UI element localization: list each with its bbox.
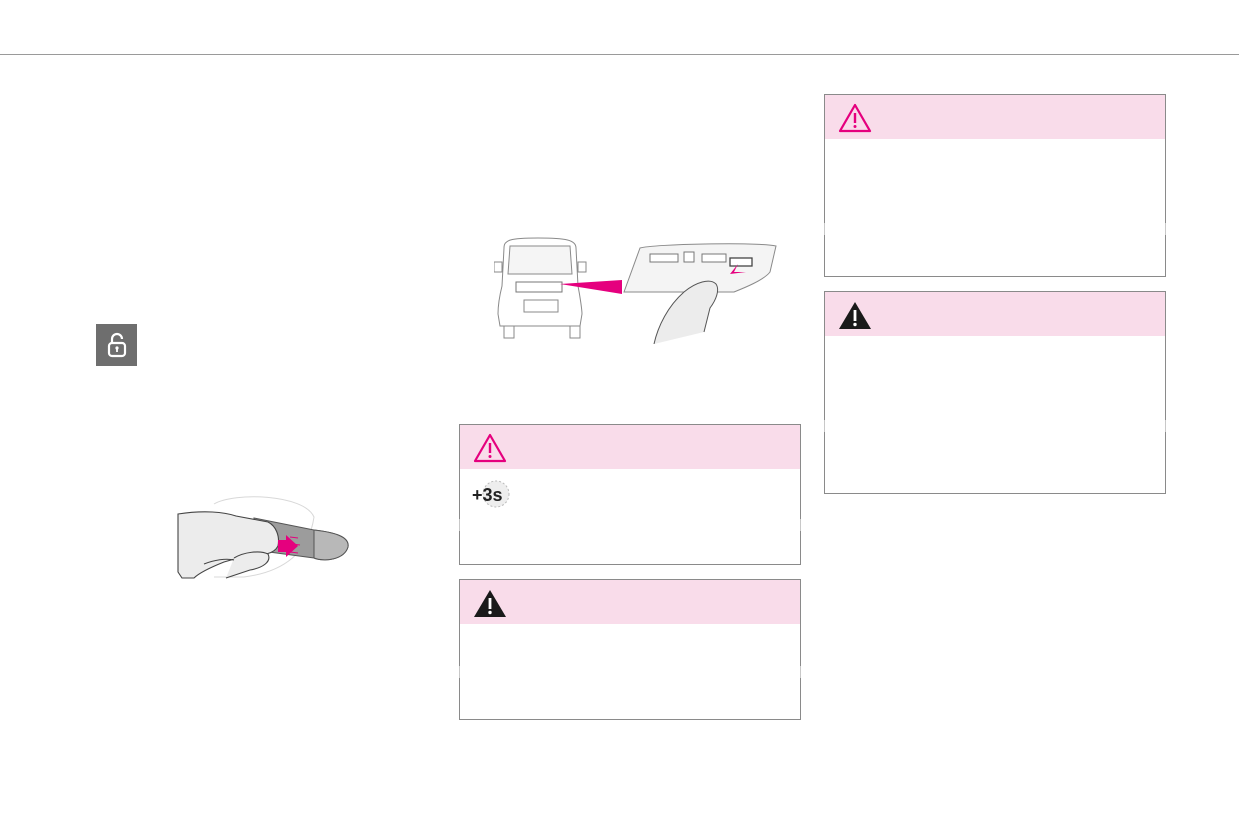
danger-header (460, 580, 800, 624)
danger-notice-box (459, 579, 801, 720)
caution-notice-box-right (824, 94, 1166, 277)
timer-badge-label: +3s (472, 485, 503, 505)
door-handle-illustration (177, 496, 349, 579)
caution-header-right (825, 95, 1165, 139)
top-rule (0, 54, 1239, 55)
lock-badge (96, 324, 137, 366)
lock-icon (107, 332, 126, 358)
warning-triangle-outline-icon (473, 433, 507, 463)
warning-triangle-filled-icon (839, 302, 871, 329)
warning-triangle-filled-icon (474, 590, 506, 617)
danger-notice-box-right (824, 291, 1166, 494)
warning-triangle-outline-icon (838, 103, 872, 133)
timer-3s-icon: +3s (470, 479, 512, 514)
caution-header (460, 425, 800, 469)
caution-notice-box: +3s (459, 424, 801, 565)
danger-header-right (825, 292, 1165, 336)
van-tailgate-illustration (494, 237, 777, 344)
